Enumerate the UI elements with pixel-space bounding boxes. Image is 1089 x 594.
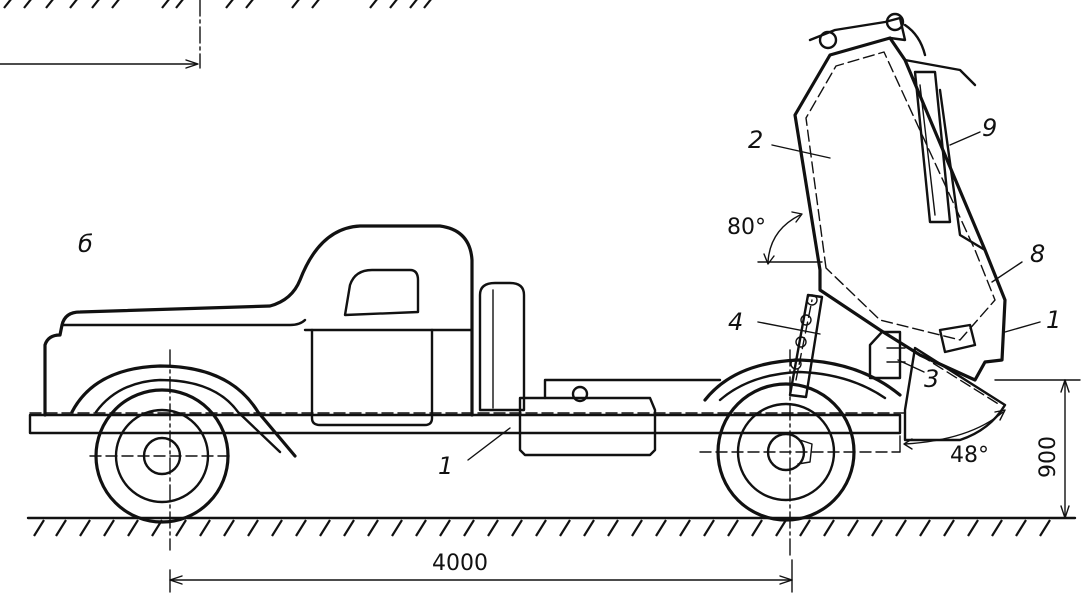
refuse-body — [793, 12, 1007, 382]
height-dimension: 900 — [994, 379, 1081, 519]
hinge-bracket — [868, 330, 906, 380]
tailgate-scoop — [903, 346, 1007, 442]
body-tilt-angle: 80° — [727, 211, 823, 265]
callout-9: 9 — [982, 114, 997, 142]
upper-view-remnant — [0, 0, 432, 69]
lift-cylinder — [788, 293, 824, 399]
wheelbase-label: 4000 — [432, 551, 488, 576]
front-fender — [70, 364, 297, 458]
callout-1-rear: 1 — [1046, 306, 1061, 334]
callout-8: 8 — [1030, 240, 1045, 268]
callout-3: 3 — [924, 365, 939, 393]
wheelbase-dimension: 4000 — [169, 551, 793, 593]
rear-wheel — [699, 349, 901, 556]
upper-hatching — [3, 0, 432, 9]
callout-4: 4 — [728, 308, 743, 336]
callout-1-chassis: 1 — [438, 452, 453, 480]
ground — [26, 516, 1077, 537]
angle-48-label: 48° — [950, 443, 989, 468]
tailgate-angle: 48° — [899, 409, 1006, 468]
height-label: 900 — [1036, 436, 1061, 478]
leader-lines — [467, 131, 1041, 461]
cab — [43, 224, 526, 427]
angle-80-label: 80° — [727, 215, 766, 240]
view-label: б — [78, 230, 93, 258]
front-wheel — [89, 349, 235, 551]
callout-2: 2 — [748, 126, 763, 154]
ground-hatching — [33, 519, 1051, 537]
